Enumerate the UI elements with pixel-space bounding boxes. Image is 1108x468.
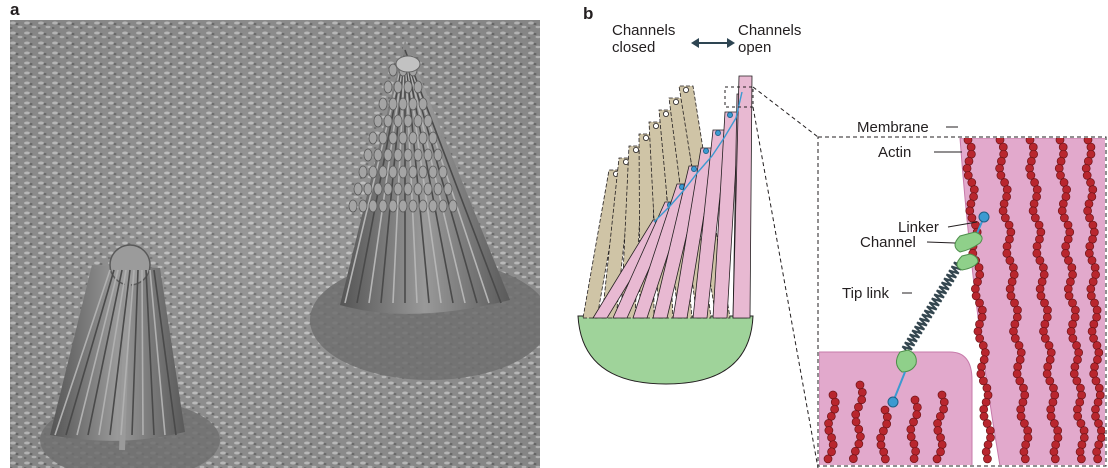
label-channels-open-line2: open — [738, 39, 801, 56]
stereocilium-open — [733, 94, 751, 318]
label-channel: Channel — [860, 234, 916, 251]
cell-body — [578, 316, 753, 384]
stereocilium-closed — [602, 158, 633, 318]
upper-linker — [975, 217, 984, 238]
sem-micrograph-hair-bundles — [10, 20, 540, 468]
stereocilium-open — [713, 112, 739, 318]
lower-insertion-dot — [888, 397, 898, 407]
label-channels-closed-line1: Channels — [612, 22, 675, 39]
stereocilium-closed — [621, 146, 643, 318]
stereocilium-membrane — [960, 138, 1106, 466]
stereocilium-open — [613, 202, 679, 318]
upper-insertion-dot — [979, 212, 989, 222]
panel-b-letter: b — [583, 4, 593, 24]
stereocilium-closed — [639, 134, 654, 318]
stereocilium-closed — [583, 170, 623, 318]
lower-linker — [893, 372, 905, 402]
label-membrane: Membrane — [857, 119, 929, 136]
stereocilium-open — [633, 184, 691, 318]
stereocilium-closed — [649, 122, 673, 318]
stereocilium-closed — [659, 110, 692, 318]
label-channels-closed: Channels closed — [612, 22, 675, 56]
label-tip-link: Tip link — [842, 285, 889, 302]
label-channels-open-line1: Channels — [738, 22, 801, 39]
panel-a-letter: a — [10, 0, 19, 20]
label-actin: Actin — [878, 144, 911, 161]
tip-link-spring — [902, 262, 963, 350]
stereocilium-closed — [679, 86, 730, 318]
lower-channel — [896, 350, 916, 372]
double-arrow-icon — [691, 38, 735, 48]
zoom-source-box — [725, 87, 753, 107]
tallest-stereocilium — [733, 76, 752, 318]
stereocilium-open — [673, 148, 715, 318]
upper-channel-2 — [957, 254, 978, 270]
upper-channel — [955, 232, 982, 252]
stereocilium-open — [653, 166, 703, 318]
stereocilium-open — [593, 220, 667, 318]
stereocilium-open — [693, 130, 727, 318]
label-channels-closed-line2: closed — [612, 39, 675, 56]
label-channels-open: Channels open — [738, 22, 801, 56]
short-stereocilium — [819, 352, 972, 466]
stereocilium-closed — [669, 98, 711, 318]
